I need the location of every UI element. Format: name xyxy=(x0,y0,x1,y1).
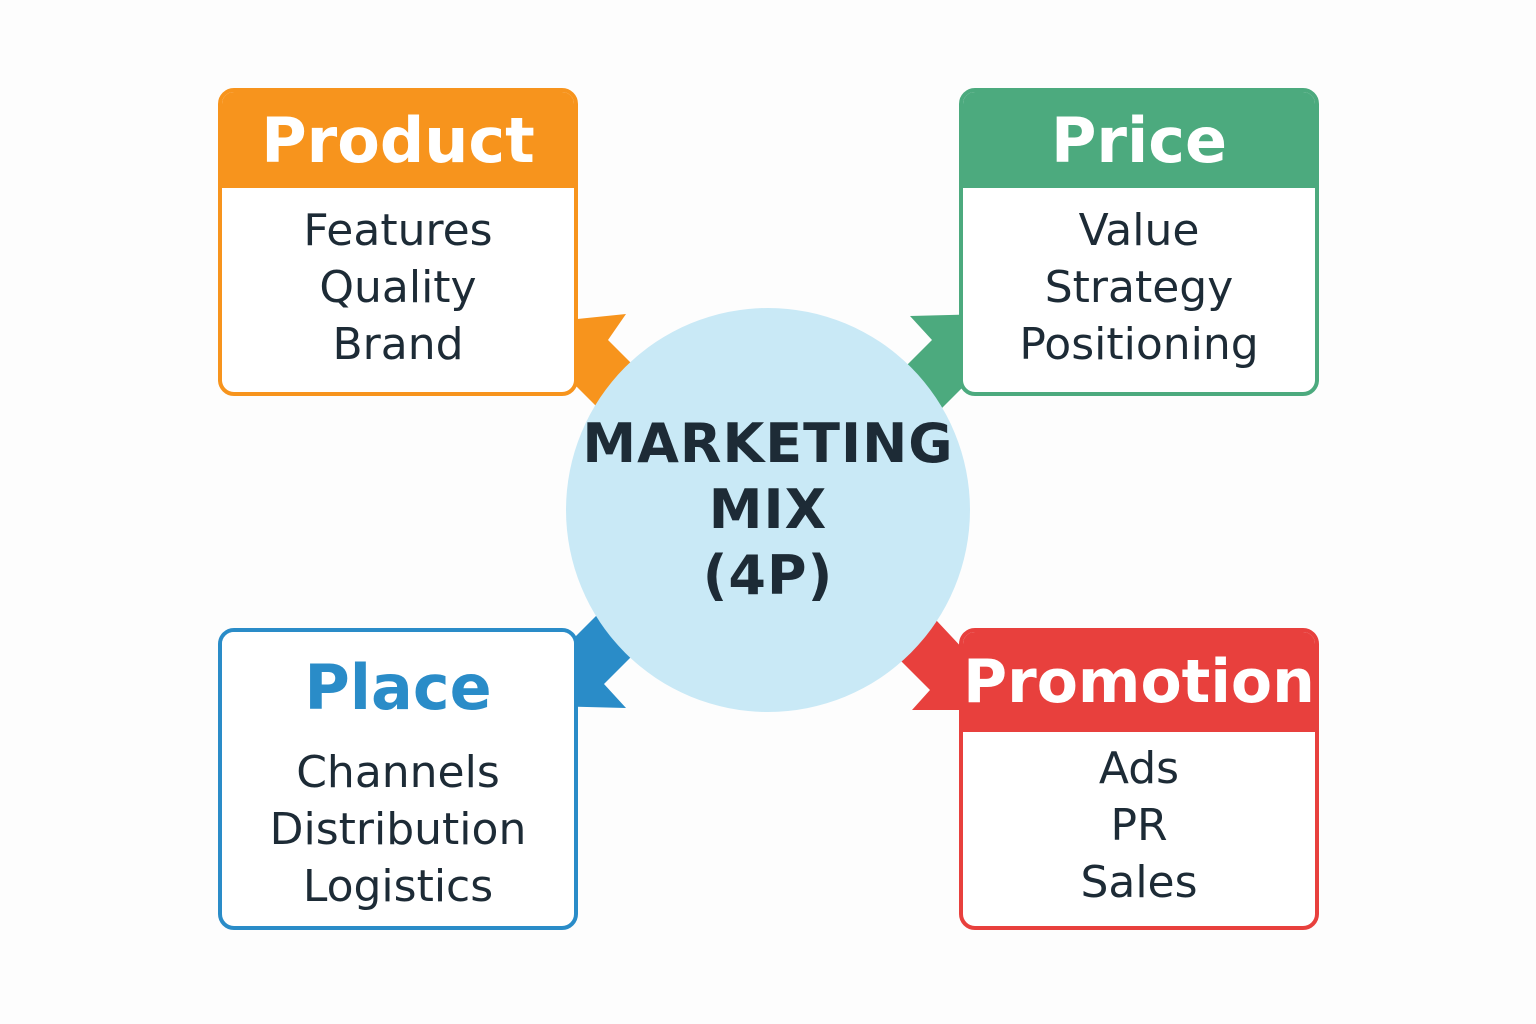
place-item: Distribution xyxy=(269,804,527,855)
price-item: Positioning xyxy=(1019,319,1259,370)
place-title: Place xyxy=(222,632,574,742)
place-item: Channels xyxy=(296,747,500,798)
product-item: Features xyxy=(303,205,493,256)
price-item: Strategy xyxy=(1044,262,1234,313)
price-title: Price xyxy=(963,92,1315,188)
promotion-box: Promotion Ads PR Sales xyxy=(959,628,1319,930)
promotion-title: Promotion xyxy=(963,632,1315,732)
product-item: Quality xyxy=(319,262,477,313)
hub-line: (4P) xyxy=(702,544,834,607)
promotion-item: Ads xyxy=(1098,743,1180,794)
place-items: Channels Distribution Logistics xyxy=(222,742,574,915)
product-box: Product Features Quality Brand xyxy=(218,88,578,396)
hub-line: MARKETING xyxy=(582,412,954,475)
price-box: Price Value Strategy Positioning xyxy=(959,88,1319,396)
promotion-item: PR xyxy=(1110,800,1168,851)
promotion-items: Ads PR Sales xyxy=(963,732,1315,911)
hub-line: MIX xyxy=(708,478,828,541)
marketing-mix-hub: MARKETING MIX (4P) xyxy=(566,308,970,712)
promotion-item: Sales xyxy=(1080,857,1198,908)
product-title: Product xyxy=(222,92,574,188)
price-item: Value xyxy=(1078,205,1200,256)
product-item: Brand xyxy=(332,319,464,370)
product-items: Features Quality Brand xyxy=(222,188,574,373)
price-items: Value Strategy Positioning xyxy=(963,188,1315,373)
place-item: Logistics xyxy=(302,861,494,912)
place-box: Place Channels Distribution Logistics xyxy=(218,628,578,930)
